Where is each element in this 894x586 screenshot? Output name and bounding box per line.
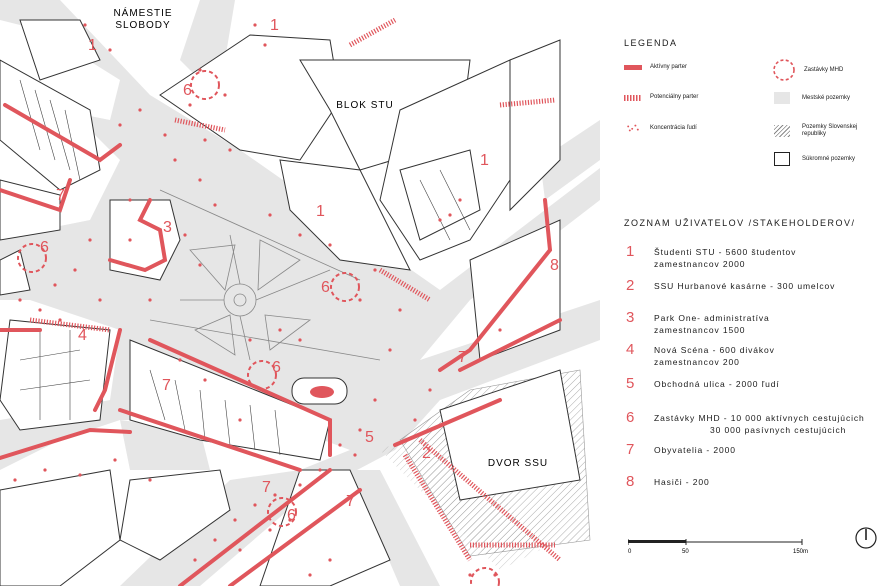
zone-number: 4 bbox=[78, 327, 87, 344]
zone-number: 1 bbox=[88, 37, 97, 54]
zone-numbers: 1 1 1 1 2 3 4 5 6 6 6 6 6 7 7 7 7 7 8 bbox=[40, 17, 559, 524]
active-frontage-lines bbox=[0, 103, 562, 586]
active-frontage-swatch-icon bbox=[624, 65, 642, 70]
potential-frontage-swatch-icon bbox=[624, 94, 642, 101]
stakeholder-number: 4 bbox=[626, 341, 635, 358]
label-namestie-slobody-2: SLOBODY bbox=[115, 20, 170, 31]
state-land-swatch-icon bbox=[774, 125, 790, 137]
public-land-areas bbox=[0, 0, 600, 586]
zone-number: 7 bbox=[346, 493, 355, 510]
stakeholder-item: 7 Obyvatelia - 2000 bbox=[626, 442, 736, 457]
stakeholder-text: Obchodná ulica - 2000 ľudí bbox=[654, 379, 780, 389]
stakeholder-item: 2 SSU Hurbanové kasárne - 300 umelcov bbox=[626, 278, 835, 293]
label-namestie-slobody: NÁMESTIE bbox=[113, 6, 172, 19]
legend-label: Potenciálny parter bbox=[650, 94, 699, 100]
stakeholder-number: 6 bbox=[626, 409, 635, 426]
stakeholder-text: SSU Hurbanové kasárne - 300 umelcov bbox=[654, 281, 836, 291]
legend-label: Zastávky MHD bbox=[804, 66, 844, 73]
svg-text:150m: 150m bbox=[793, 549, 808, 555]
label-blok-stu: BLOK STU bbox=[336, 100, 393, 111]
nova-scena-building bbox=[291, 377, 348, 405]
legend-label: Aktívny parter bbox=[650, 64, 688, 70]
svg-text:0: 0 bbox=[628, 549, 632, 555]
zone-number: 6 bbox=[272, 359, 281, 376]
stakeholder-item: 6 Zastávky MHD - 10 000 aktívnych cestuj… bbox=[626, 410, 865, 436]
stakeholder-number: 7 bbox=[626, 441, 635, 458]
legend-item-state-land: Pozemky Slovenskej republiky bbox=[774, 124, 882, 138]
svg-text:50: 50 bbox=[682, 549, 689, 555]
stakeholder-number: 3 bbox=[626, 309, 635, 326]
zone-number: 1 bbox=[270, 17, 279, 34]
people-dots-icon bbox=[627, 124, 639, 132]
legend-label: Pozemky Slovenskej republiky bbox=[802, 124, 858, 137]
private-land-swatch-icon bbox=[774, 152, 790, 166]
legend-title: LEGENDA bbox=[624, 38, 678, 48]
zone-number: 7 bbox=[262, 479, 271, 496]
scale-bar: 0 50 150m bbox=[628, 539, 808, 555]
zone-number: 5 bbox=[365, 429, 374, 446]
legend-panel: LEGENDA Aktívny parter Potenciálny parte… bbox=[600, 0, 894, 586]
zone-number: 1 bbox=[480, 152, 489, 169]
legend-item-active-frontage: Aktívny parter bbox=[624, 64, 687, 71]
legend-item-private-land: Súkromné pozemky bbox=[774, 152, 855, 166]
bus-stop-icon bbox=[330, 272, 360, 302]
stakeholders-title: ZOZNAM UŽIVATELOV /STAKEHOLDEROV/ bbox=[624, 218, 856, 228]
legend-item-bus-stops: Zastávky MHD bbox=[772, 58, 843, 82]
zone-number: 6 bbox=[40, 239, 49, 256]
legend-label: Koncentrácia ľudí bbox=[650, 124, 697, 131]
zone-number: 1 bbox=[316, 203, 325, 220]
legend-label: Súkromné pozemky bbox=[802, 155, 856, 162]
label-dvor-ssu: DVOR SSU bbox=[488, 458, 548, 469]
legend-label: Mestské pozemky bbox=[802, 94, 851, 101]
stakeholder-number: 8 bbox=[626, 473, 635, 490]
bus-stop-icon bbox=[470, 567, 500, 586]
north-arrow-icon bbox=[855, 527, 877, 549]
zone-number: 7 bbox=[458, 349, 467, 366]
stakeholder-item: 8 Hasiči - 200 bbox=[626, 474, 710, 489]
building-subdivisions bbox=[19, 79, 471, 456]
park-paths bbox=[149, 189, 381, 361]
zone-number: 6 bbox=[321, 279, 330, 296]
stakeholder-text: Zastávky MHD - 10 000 aktívnych cestujúc… bbox=[654, 413, 865, 435]
bus-stop-icon bbox=[247, 360, 277, 390]
stakeholder-text: Hasiči - 200 bbox=[654, 477, 710, 487]
bus-stop-markers bbox=[17, 70, 500, 586]
bus-stop-icon bbox=[267, 497, 297, 527]
people-concentration-dots bbox=[13, 23, 502, 577]
stakeholder-number: 1 bbox=[626, 243, 635, 260]
potential-frontage-lines bbox=[29, 17, 562, 562]
bus-stop-icon bbox=[190, 70, 220, 100]
stakeholder-item: 5 Obchodná ulica - 2000 ľudí bbox=[626, 376, 780, 391]
bus-stop-icon bbox=[17, 243, 47, 273]
zone-number: 6 bbox=[183, 82, 192, 99]
legend-item-city-land: Mestské pozemky bbox=[774, 92, 850, 104]
stakeholder-number: 5 bbox=[626, 375, 635, 392]
zone-number: 6 bbox=[287, 507, 296, 524]
stakeholder-text: Obyvatelia - 2000 bbox=[654, 445, 736, 455]
zone-number: 7 bbox=[56, 187, 65, 204]
site-map: NÁMESTIE SLOBODY BLOK STU DVOR SSU 1 1 1… bbox=[0, 0, 600, 586]
stakeholder-number: 2 bbox=[626, 277, 635, 294]
zone-number: 3 bbox=[163, 219, 172, 236]
city-land-swatch-icon bbox=[774, 92, 790, 104]
legend-item-potential-frontage: Potenciálny parter bbox=[624, 94, 698, 101]
legend-item-people-concentration: Koncentrácia ľudí bbox=[624, 124, 697, 132]
zone-number: 2 bbox=[422, 445, 431, 462]
zone-number: 8 bbox=[550, 257, 559, 274]
zone-number: 7 bbox=[162, 377, 171, 394]
bus-stop-icon bbox=[773, 59, 795, 81]
